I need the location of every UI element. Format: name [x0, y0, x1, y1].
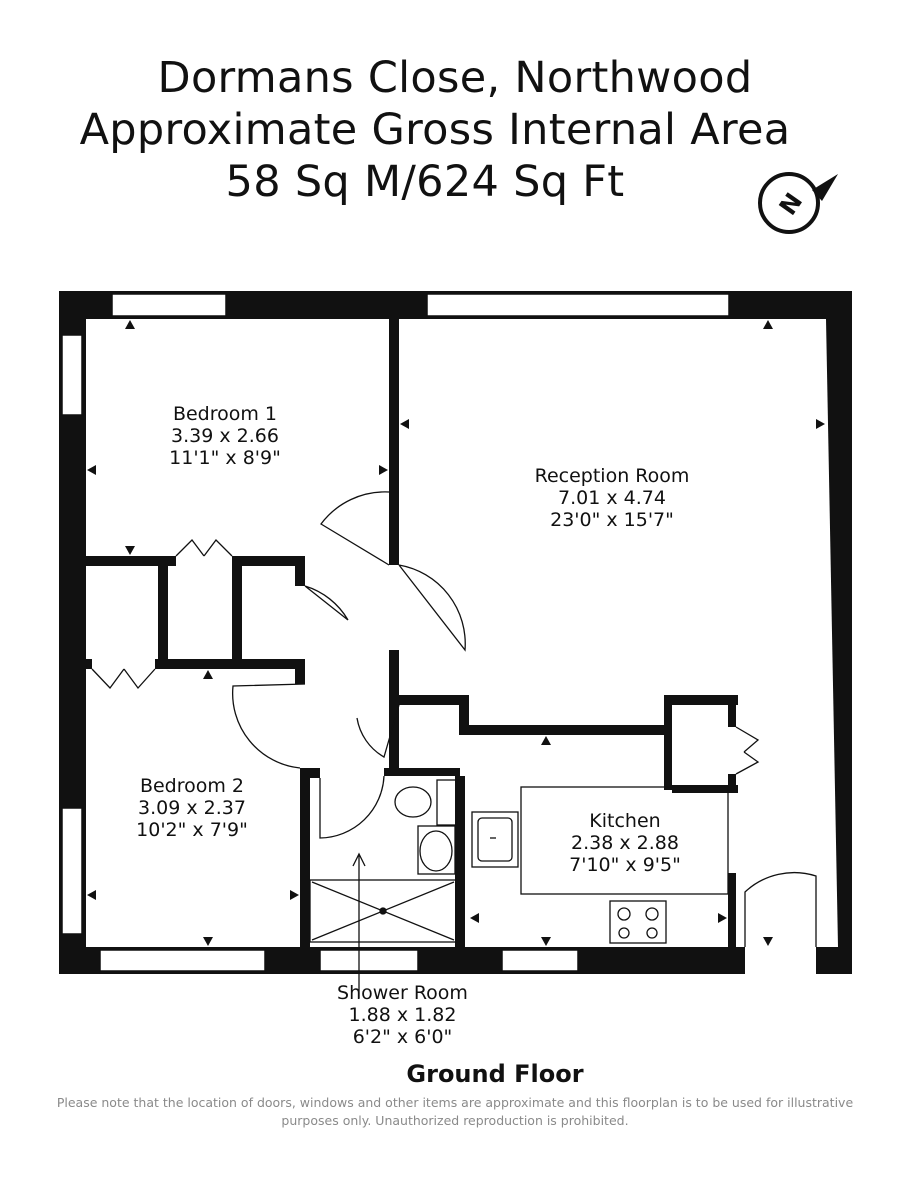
room-imperial: 6'2" x 6'0": [352, 1026, 453, 1048]
room-label-bedroom-1: Bedroom 1 3.39 x 2.66 11'1" x 8'9": [150, 403, 300, 469]
room-metric: 3.09 x 2.37: [138, 797, 246, 819]
room-label-shower: Shower Room 1.88 x 1.82 6'2" x 6'0": [320, 982, 485, 1048]
room-label-bedroom-2: Bedroom 2 3.09 x 2.37 10'2" x 7'9": [117, 775, 267, 841]
interior-walls: [86, 319, 738, 947]
basin-counter: [417, 825, 456, 875]
basin-icon: [419, 830, 453, 872]
room-name: Shower Room: [337, 982, 468, 1004]
toilet-cistern: [436, 779, 458, 826]
dimension-arrows: [87, 320, 825, 946]
compass-letter: N: [774, 188, 808, 221]
shower-fixtures: [309, 779, 458, 998]
windows: [61, 293, 730, 972]
kitchen-sink-icon: [471, 811, 519, 868]
floor-label: Ground Floor: [406, 1060, 584, 1088]
shower-tray: [309, 879, 457, 943]
room-name: Kitchen: [589, 810, 661, 832]
room-metric: 3.39 x 2.66: [171, 425, 279, 447]
room-imperial: 23'0" x 15'7": [550, 509, 674, 531]
room-name: Bedroom 1: [172, 403, 278, 425]
property-address: Dormans Close, Northwood: [157, 53, 753, 103]
door-swings: [91, 491, 817, 947]
room-label-reception: Reception Room 7.01 x 4.74 23'0" x 15'7": [517, 465, 707, 531]
room-imperial: 7'10" x 9'5": [569, 854, 681, 876]
room-label-kitchen: Kitchen 2.38 x 2.88 7'10" x 9'5": [560, 810, 690, 876]
hob-icon: [609, 900, 667, 944]
room-metric: 2.38 x 2.88: [571, 832, 679, 854]
room-name: Reception Room: [534, 465, 690, 487]
kitchen-counter: [520, 786, 729, 895]
area-label: Approximate Gross Internal Area: [79, 105, 791, 155]
room-metric: 7.01 x 4.74: [558, 487, 666, 509]
area-value: 58 Sq M/624 Sq Ft: [225, 157, 625, 207]
room-name: Bedroom 2: [139, 775, 245, 797]
kitchen-fixtures: [471, 786, 729, 944]
room-imperial: 11'1" x 8'9": [169, 447, 281, 469]
compass-north-icon: N: [758, 172, 838, 234]
toilet-icon: [394, 786, 432, 818]
room-metric: 1.88 x 1.82: [348, 1004, 457, 1026]
disclaimer: Please note that the location of doors, …: [56, 1095, 854, 1128]
title-block: Dormans Close, Northwood Approximate Gro…: [0, 52, 910, 208]
room-imperial: 10'2" x 7'9": [136, 819, 248, 841]
